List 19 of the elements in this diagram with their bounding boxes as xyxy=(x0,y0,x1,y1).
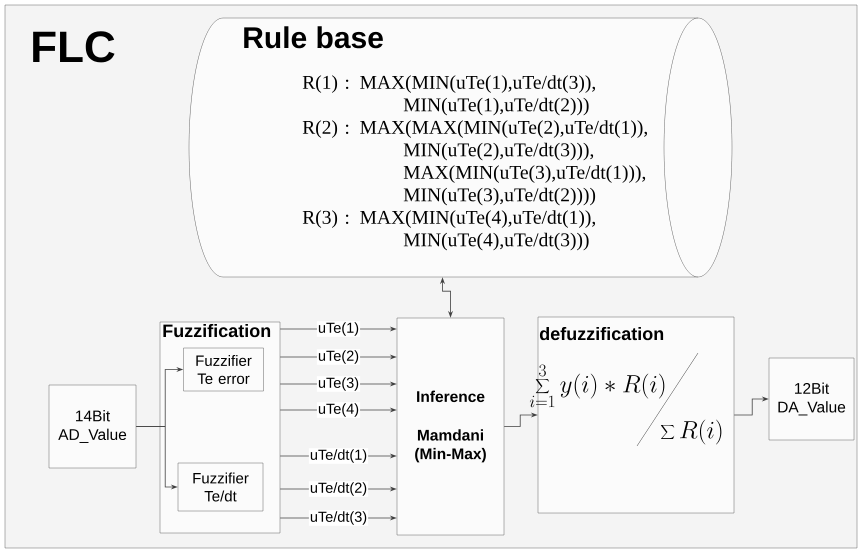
panel-title: FLC xyxy=(33,31,115,62)
formula: $\sum R(i)$ xyxy=(660,420,722,444)
edge-label: uTe(1) xyxy=(316,321,360,337)
io-box: 14Bit AD_Value xyxy=(48,384,136,468)
edge-label: uTe/dt(2) xyxy=(308,481,368,497)
process-box: Fuzzifier Te error xyxy=(183,348,264,392)
process-box: Inference Mamdani (Min-Max) xyxy=(396,318,504,536)
edge-label: uTe/dt(3) xyxy=(308,510,368,526)
rule-list: R(1) : MAX(MIN(uTe(1),uTe/dt(3)), MIN(uTe(1),uTe/dt(2))) R(2) : MAX(MAX(MIN(uTe(2),uTe/dt(1)), MIN(uTe(2),uTe/dt(3))), MAX(MIN(uTe(3),uTe/dt(1))), MIN(uTe(3),uTe/dt(2)))) R(3) : MAX(MIN(uTe(4),uTe/dt(1)), MIN(uTe(4),uTe/dt(3))) xyxy=(302,75,647,250)
box-heading: defuzzification xyxy=(540,326,664,340)
group-heading: Fuzzification xyxy=(163,324,270,338)
io-box: 12Bit DA_Value xyxy=(768,358,854,440)
edge-label: uTe/dt(1) xyxy=(308,448,368,464)
edge-label: uTe(4) xyxy=(316,402,360,418)
process-box: Fuzzifier Te/dt xyxy=(178,462,264,512)
edge-label: uTe(2) xyxy=(316,349,360,365)
cylinder-heading: Rule base xyxy=(244,26,383,48)
edge-label: uTe(3) xyxy=(316,376,360,392)
formula: $\sum_{i=1}^{3} y(i)*R(i)$ xyxy=(530,364,664,408)
